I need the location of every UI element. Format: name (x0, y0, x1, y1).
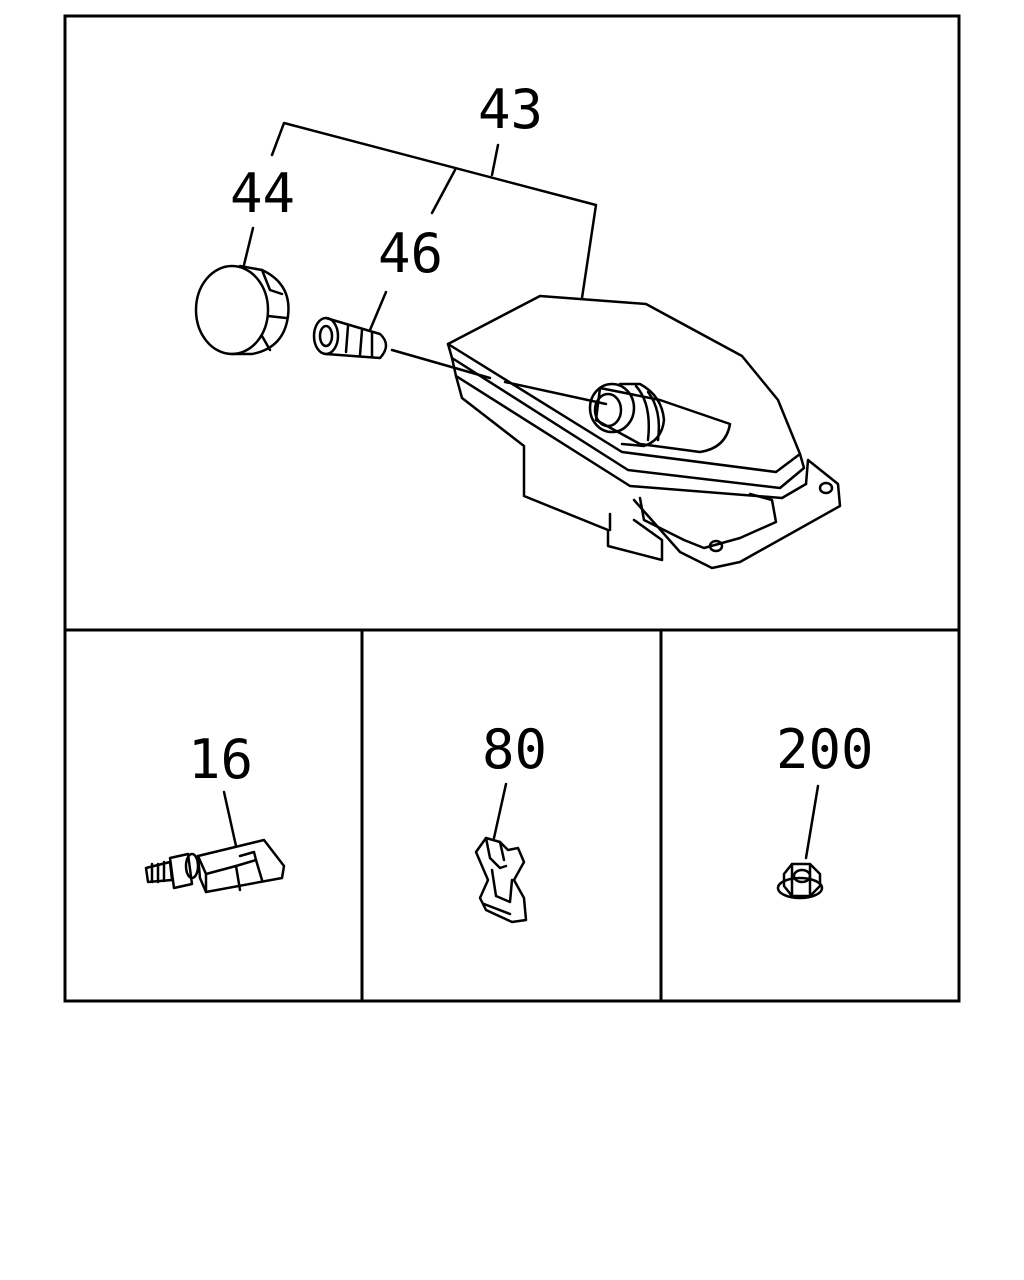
callout-43: 43 (478, 78, 543, 141)
callout-80: 80 (482, 718, 547, 781)
callout-200: 200 (776, 718, 874, 781)
assembly-bracket (270, 121, 598, 300)
diagram-frame (63, 14, 961, 1003)
lamp-housing (446, 294, 842, 570)
part-80-panel: 80 (474, 718, 547, 924)
switch-part-16 (144, 838, 286, 894)
cap-part-44 (194, 226, 290, 356)
nut-part-200 (776, 862, 824, 900)
bulb-part-46 (312, 290, 608, 406)
main-assembly-panel: 43 44 46 (194, 78, 842, 570)
callout-44: 44 (230, 162, 295, 225)
part-16-panel: 16 (144, 728, 286, 894)
callout-46: 46 (378, 222, 443, 285)
clip-part-80 (474, 836, 528, 924)
callout-16: 16 (188, 728, 253, 791)
part-200-panel: 200 (776, 718, 874, 900)
